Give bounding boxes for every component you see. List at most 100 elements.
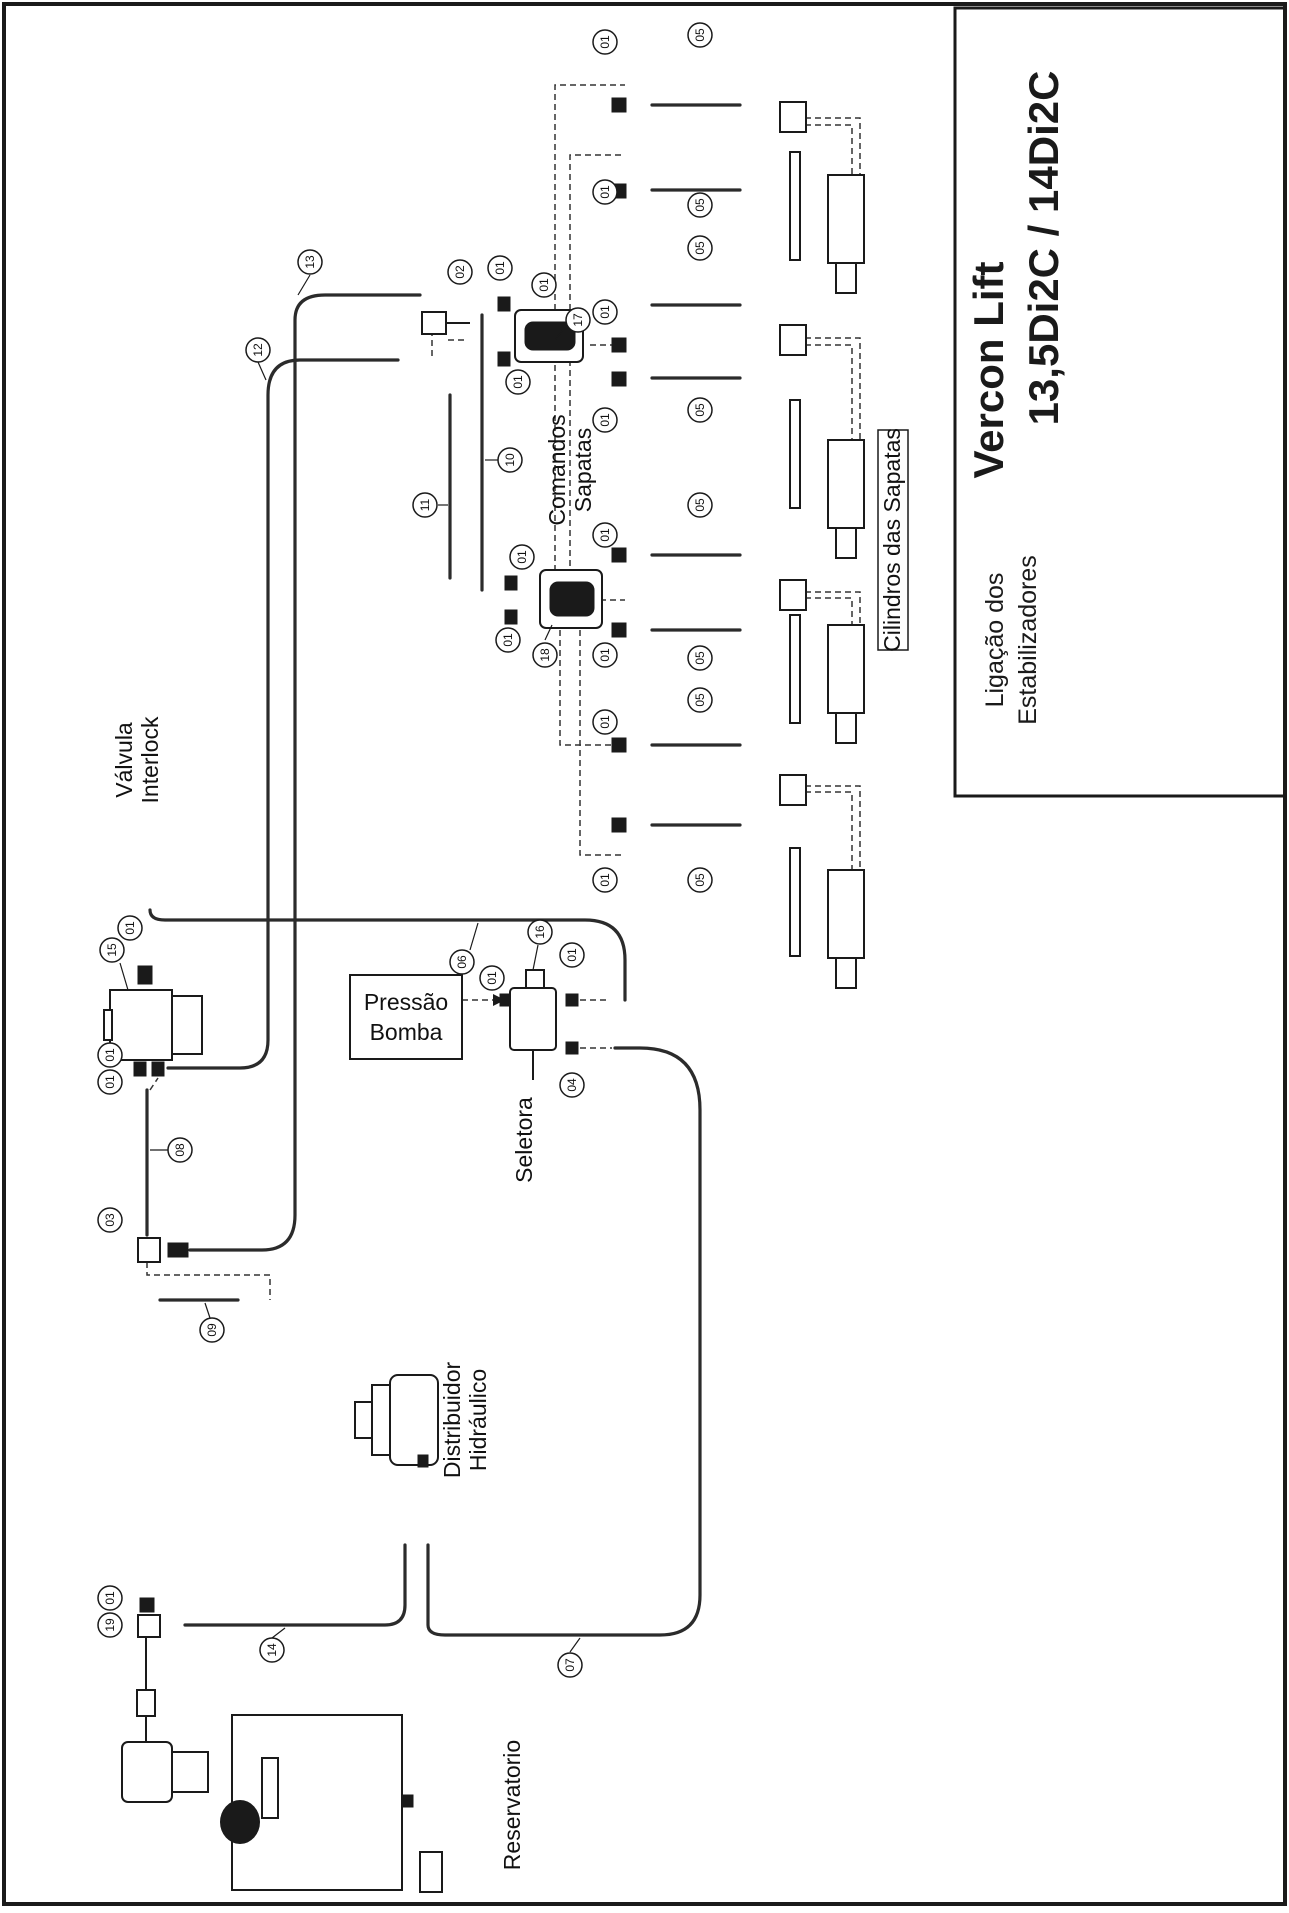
cylinder-3-barrel — [827, 624, 865, 714]
pressao-arrow-head — [493, 994, 505, 1006]
bubble-01-17-c: 01 — [505, 369, 531, 395]
bubble-01-17-a: 01 — [487, 255, 513, 281]
reservatorio-drain-valve — [419, 1851, 443, 1893]
pump-outlet — [136, 1689, 156, 1717]
bubble-18-circle — [532, 642, 558, 668]
cylinder-3-rod — [835, 712, 857, 744]
bubble-01-l1: 01 — [592, 29, 618, 55]
bubble-07-text: 07 — [563, 1658, 577, 1672]
bubble-01-int-a-text: 01 — [103, 1075, 117, 1089]
hose-06 — [148, 908, 627, 1002]
label-distribuidor-2: Hidráulico — [465, 1369, 491, 1471]
label-cilindros: Cilindros das Sapatas — [879, 428, 905, 652]
bubble-01-sel-a-circle — [479, 965, 505, 991]
bubble-08-text: 08 — [173, 1143, 187, 1157]
bubble-12: 12 — [245, 337, 271, 363]
bubble-05-d-circle — [687, 397, 713, 423]
bubble-08: 08 — [167, 1137, 193, 1163]
cylinder-2-tube — [789, 399, 801, 509]
bubble-05-e-text: 05 — [693, 498, 707, 512]
cylinder-2-rod — [835, 527, 857, 559]
bubble-17-circle — [565, 307, 591, 333]
bubble-01-l3: 01 — [592, 299, 618, 325]
comando-17-lever — [524, 321, 576, 351]
label-pressao-1: Pressão — [364, 989, 448, 1015]
dash-cyl-4 — [805, 785, 861, 870]
bubble-12-circle — [245, 337, 271, 363]
fitting-01-a — [611, 97, 627, 113]
bubble-01-t19: 01 — [97, 1585, 123, 1611]
distribuidor-port — [417, 1454, 429, 1468]
bubble-01-sel-b: 01 — [559, 942, 585, 968]
tee-02 — [421, 311, 470, 335]
pump-motor — [121, 1689, 209, 1803]
bubble-01-17-c-text: 01 — [511, 375, 525, 389]
bubble-01-l4: 01 — [592, 407, 618, 433]
bubble-01-l4-circle — [592, 407, 618, 433]
tee-19-body — [137, 1614, 161, 1638]
bubble-01-l8-text: 01 — [598, 873, 612, 887]
bubble-01-17-b-text: 01 — [537, 278, 551, 292]
bubble-06-circle — [449, 949, 475, 975]
cylinder-1-rod — [835, 262, 857, 294]
leader-lines — [119, 274, 581, 1653]
leader-18 — [544, 624, 553, 641]
bubble-16-text: 16 — [533, 925, 547, 939]
bubble-01-17-b-circle — [531, 272, 557, 298]
bubble-01-sel-b-circle — [559, 942, 585, 968]
bubble-18: 18 — [532, 642, 558, 668]
leader-07 — [569, 1637, 581, 1653]
bubble-01-l7: 01 — [592, 709, 618, 735]
bubble-19-text: 19 — [103, 1618, 117, 1632]
cylinder-4-valve — [779, 774, 807, 806]
cylinder-1-tube — [789, 151, 801, 261]
dash-cyl-1 — [805, 117, 861, 175]
leader-15 — [119, 962, 129, 991]
cylinder-3-tube — [789, 614, 801, 724]
label-reservatorio: Reservatorio — [499, 1740, 525, 1870]
interlock-solenoid — [171, 995, 203, 1055]
bubble-10-text: 10 — [503, 453, 517, 467]
subtitle-line-2: Estabilizadores — [1014, 555, 1042, 725]
bubble-01-18-a-circle — [509, 544, 535, 570]
tee-19 — [137, 1597, 161, 1690]
seletora-knob — [525, 969, 545, 989]
hose-12 — [166, 358, 400, 1070]
cylinder-4-barrel — [827, 869, 865, 959]
tee-03-body — [137, 1237, 161, 1263]
bubble-05-e: 05 — [687, 492, 713, 518]
cylinder-1 — [779, 101, 865, 294]
bubble-04-text: 04 — [565, 1078, 579, 1092]
bubble-01-l8-circle — [592, 867, 618, 893]
fitting-01-e — [611, 547, 627, 563]
dash-t02 — [431, 320, 468, 360]
leader-06 — [469, 922, 479, 951]
bubble-05-c-text: 05 — [693, 241, 707, 255]
bubble-14-circle — [259, 1637, 285, 1663]
bubble-05-f: 05 — [687, 645, 713, 671]
bubble-15-circle — [99, 937, 125, 963]
bubble-10-circle — [497, 447, 523, 473]
bubble-05-g: 05 — [687, 687, 713, 713]
bubble-05-d-text: 05 — [693, 403, 707, 417]
bubble-01-l5-text: 01 — [598, 528, 612, 542]
bubble-01-sel-b-text: 01 — [565, 948, 579, 962]
bubble-01-17-a-circle — [487, 255, 513, 281]
reservatorio-level-gauge — [261, 1757, 279, 1819]
bubble-02: 02 — [447, 259, 473, 285]
leader-17 — [554, 329, 564, 341]
tee-03-nut — [167, 1242, 189, 1258]
bubble-01-int-b-circle — [97, 1042, 123, 1068]
bubble-03-text: 03 — [103, 1213, 117, 1227]
fitting-01-17-a — [497, 296, 511, 312]
bubble-05-h: 05 — [687, 867, 713, 893]
bubble-11-circle — [412, 492, 438, 518]
bubble-09-circle — [199, 1317, 225, 1343]
title-line-1: Vercon Lift — [965, 261, 1012, 478]
bubble-18-text: 18 — [538, 648, 552, 662]
bubble-16-circle — [527, 919, 553, 945]
bubble-03: 03 — [97, 1207, 123, 1233]
label-comandos-1: Comandos — [544, 414, 570, 525]
bubble-19: 19 — [97, 1612, 123, 1638]
bubble-01-17-a-text: 01 — [493, 261, 507, 275]
